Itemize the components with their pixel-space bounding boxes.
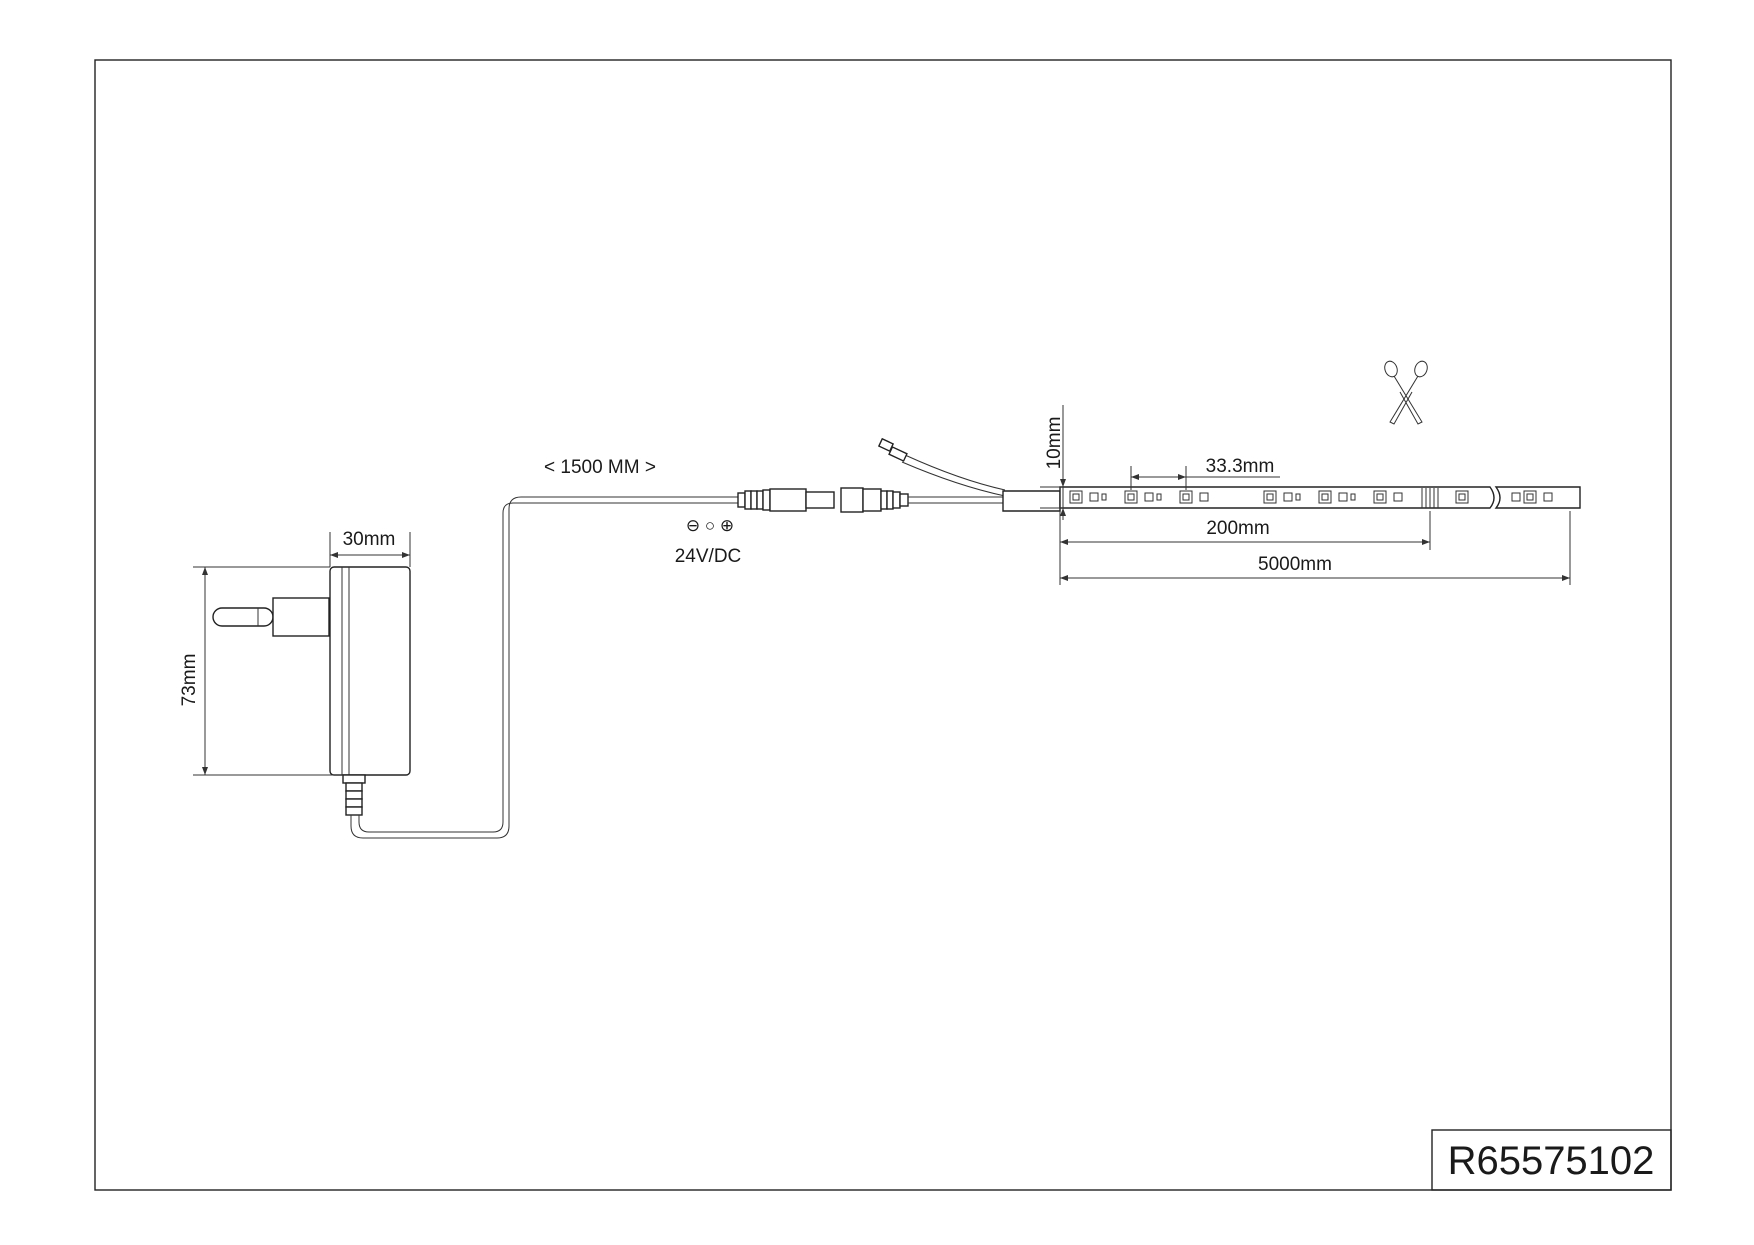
plug-prong-icon [212, 607, 274, 627]
led-pitch-label: 33.3mm [1206, 456, 1275, 477]
total-length-label: 5000mm [1258, 554, 1332, 575]
strip-width-label: 10mm [1044, 417, 1065, 470]
led-strip-continuation [1494, 486, 1581, 509]
drawing-frame [94, 59, 1672, 1191]
product-code-box: R65575102 [1431, 1129, 1672, 1191]
dc-male-connector [737, 488, 835, 512]
cut-mark [1421, 488, 1439, 508]
segment-length-label: 200mm [1206, 518, 1269, 539]
power-adapter: 30mm 73mm [179, 529, 411, 816]
led-pitch-dimension: 33.3mm [1130, 456, 1280, 490]
strip-width-dimension: 10mm [1040, 405, 1066, 520]
dc-female-connector [840, 487, 909, 513]
control-wire-plug [877, 437, 908, 462]
control-wire [904, 454, 1006, 491]
polarity-symbols: ⊖ ○ ⊕ [686, 516, 734, 535]
led-strip [1059, 486, 1581, 509]
led-chips [1069, 490, 1553, 504]
adapter-body [329, 566, 411, 776]
adapter-height-label: 73mm [179, 654, 200, 707]
plug-base [272, 597, 330, 637]
product-code: R65575102 [1448, 1139, 1655, 1183]
segment-dimension: 200mm [1059, 511, 1431, 550]
scissors-icon [1384, 360, 1428, 425]
voltage-label: 24V/DC [675, 546, 742, 567]
adapter-width-label: 30mm [343, 529, 396, 550]
cable-strain-relief [345, 782, 363, 816]
total-length-dimension: 5000mm [1059, 511, 1571, 585]
power-cable: < 1500 MM > [350, 457, 740, 839]
cable-length-label: < 1500 MM > [544, 457, 656, 478]
